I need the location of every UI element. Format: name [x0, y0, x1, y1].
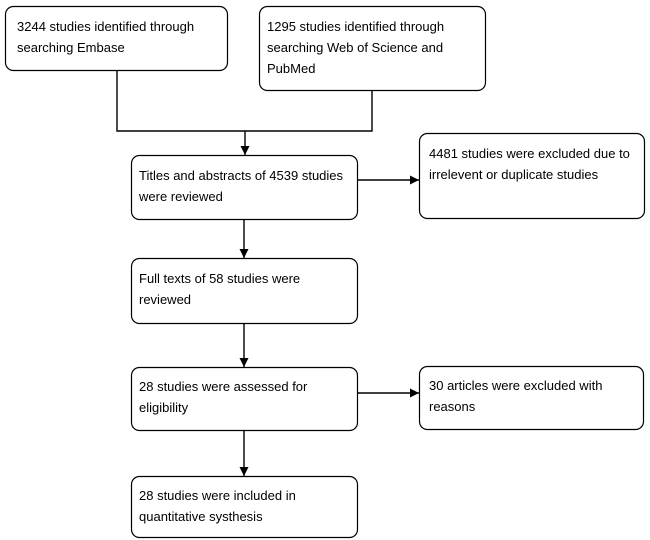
connector-wos-pubmed-to-merge — [245, 90, 373, 132]
titles-abstracts-screened-box — [130, 154, 359, 221]
connector-screened-to-fulltext-arrowhead — [239, 249, 249, 258]
assessed-for-eligibility-box — [130, 366, 359, 432]
connector-layer — [116, 70, 419, 476]
connector-eligibility-to-included-arrowhead — [239, 467, 249, 476]
box-layer — [4, 5, 646, 539]
connector-fulltext-to-eligibility-arrowhead — [239, 358, 249, 367]
full-text-reviewed-box — [130, 257, 359, 325]
connector-eligibility-to-excluded-reasons-arrowhead — [410, 388, 419, 398]
connector-embase-to-merge — [116, 70, 245, 132]
connector-merge-to-screened-arrowhead — [240, 146, 250, 155]
connector-screened-to-excluded-arrowhead — [410, 175, 419, 185]
excluded-with-reasons-box — [418, 365, 645, 431]
embase-search-box — [4, 5, 229, 72]
included-in-synthesis-box — [130, 475, 359, 539]
web-of-science-pubmed-search-box — [258, 5, 487, 92]
excluded-irrelevant-duplicate-box — [418, 132, 646, 220]
